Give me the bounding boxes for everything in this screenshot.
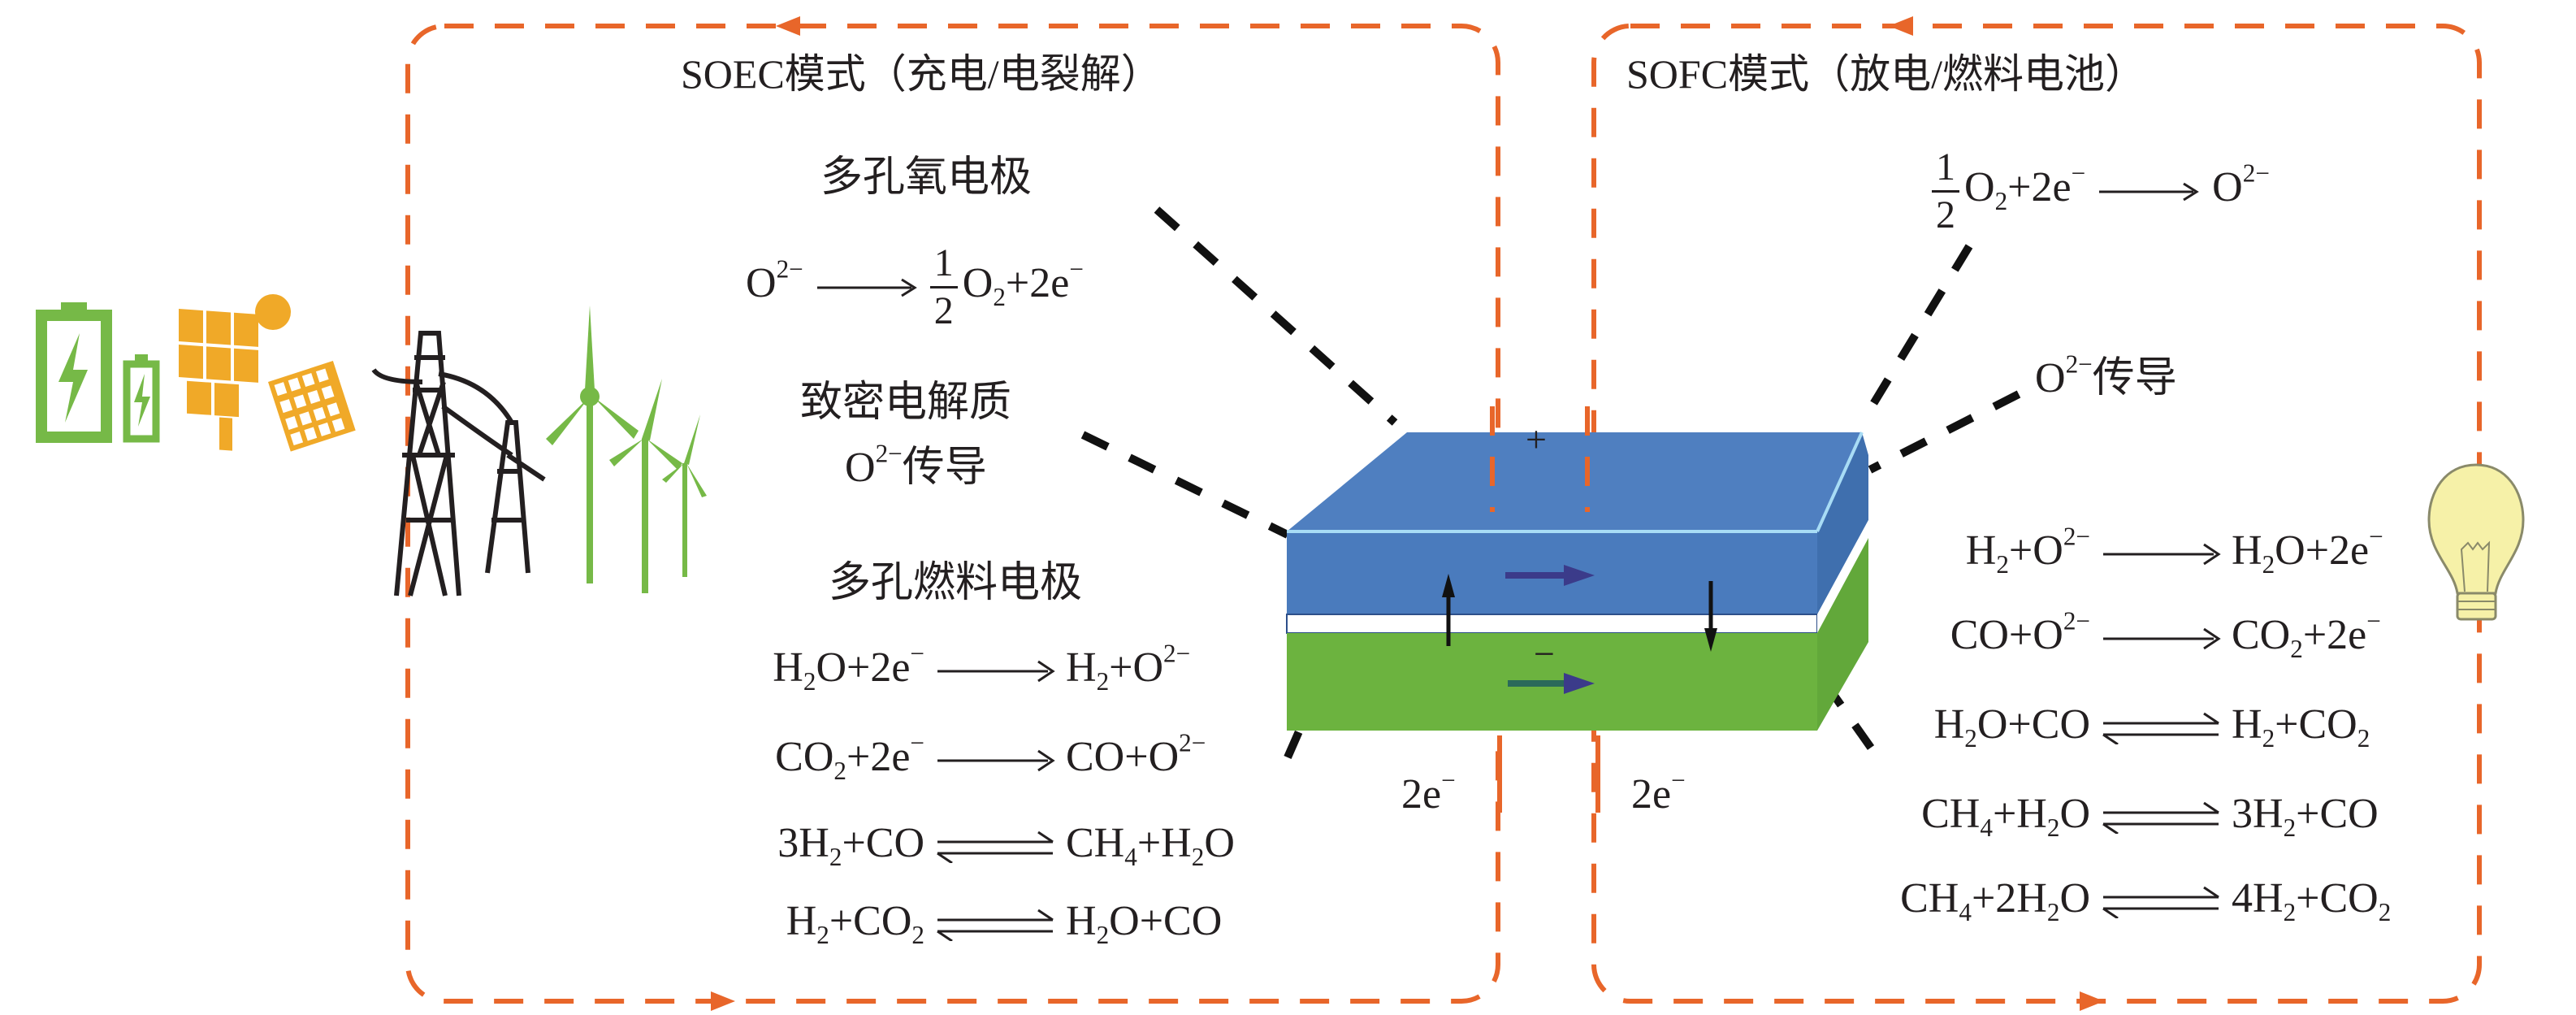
products: H2+O2− (1066, 639, 1191, 696)
fuel-electrode-side (1817, 538, 1868, 731)
electrolyte-conduction-label: O2−传导 (845, 439, 987, 491)
forward-arrow-icon (2103, 627, 2221, 650)
reaction-equation: H2O+2e− H2+O2− (0, 639, 2576, 696)
products: H2+CO2 (2232, 701, 2370, 753)
electrolyte-label: 致密电解质 (800, 380, 1012, 426)
wind-turbine-icon (546, 306, 707, 593)
power-tower-icon (371, 331, 546, 596)
reactants: CH4+H2O (1921, 791, 2090, 842)
reactants: H2+CO2 (786, 898, 924, 949)
fuel-electrode-label: 多孔燃料电极 (829, 560, 1083, 606)
products: H2O+CO (1066, 898, 1223, 949)
sofc-electrons-label: 2e− (1631, 766, 1686, 818)
products: CH4+H2O (1066, 820, 1235, 871)
products: 3H2+CO (2232, 791, 2379, 842)
sofc-mode-title: SOFC模式（放电/燃料电池） (1626, 51, 2145, 97)
equilibrium-arrow-icon (937, 831, 1054, 863)
reactants: H2+O2− (1965, 522, 2090, 579)
reactants: H2O+CO (1933, 701, 2090, 753)
flow-arrow-left-icon (1889, 16, 1913, 36)
forward-arrow-icon (816, 278, 917, 297)
products: 4H2+CO2 (2232, 875, 2392, 926)
flow-arrow-icon (1505, 565, 1595, 586)
sofc-conduction-label: O2−传导 (2035, 349, 2177, 401)
solar-panel-icon (179, 294, 356, 452)
forward-arrow-icon (937, 660, 1055, 683)
reaction-equation: CO+O2− CO2+2e− (0, 606, 2576, 663)
equilibrium-arrow-icon (937, 909, 1054, 941)
light-bulb-icon (2427, 463, 2525, 621)
equilibrium-arrow-icon (2102, 801, 2219, 834)
reactants: H2O+2e− (773, 639, 924, 696)
electrochemical-cell (1286, 406, 1868, 813)
reaction-equation: CH4+2H2O 4H2+CO2 (0, 878, 2576, 926)
reaction-equation: CO2+2e− CO+O2− (0, 728, 2576, 785)
products: CO+O2− (1066, 728, 1206, 780)
flow-arrow-right-icon (2080, 991, 2104, 1011)
reactants: 3H2+CO (777, 820, 924, 871)
soec-mode-title: SOEC模式（充电/电裂解） (681, 51, 1162, 97)
oxygen-electrode-label: 多孔氧电极 (820, 154, 1033, 201)
forward-arrow-icon (937, 749, 1055, 772)
reaction-equation: 3H2+CO CH4+H2O (0, 822, 2576, 871)
flow-arrow-left-icon (776, 16, 800, 36)
ion-up-arrow-icon (1442, 574, 1455, 646)
reaction-equation: H2+O2− H2O+2e− (0, 522, 2576, 579)
ion-down-arrow-icon (1704, 581, 1717, 652)
flow-arrow-right-icon (711, 991, 735, 1011)
oxygen-electrode-side (1817, 432, 1868, 614)
reaction-equation: H2+CO2 H2O+CO (0, 900, 2576, 949)
products: CO2+2e− (2232, 606, 2381, 663)
products: H2O+2e− (2232, 522, 2383, 579)
soec-electrons-label: 2e− (1401, 766, 1456, 818)
equilibrium-arrow-icon (2102, 712, 2219, 744)
reaction-equation: CH4+H2O 3H2+CO (0, 793, 2576, 842)
leader-lines (1080, 206, 2021, 760)
equilibrium-arrow-icon (2102, 886, 2219, 918)
reactants: CO+O2− (1950, 606, 2090, 658)
oxygen-electrode-top (1287, 432, 1862, 531)
reaction-equation: H2O+CO H2+CO2 (0, 704, 2576, 753)
positive-sign: + (1526, 419, 1547, 460)
forward-arrow-icon (2099, 182, 2199, 201)
flow-arrow-icon (1508, 673, 1595, 694)
negative-sign: − (1534, 633, 1555, 674)
reactants: CO2+2e− (775, 728, 924, 785)
reactants: CH4+2H2O (1900, 875, 2090, 926)
forward-arrow-icon (2103, 543, 2221, 566)
battery-icon (36, 302, 160, 443)
